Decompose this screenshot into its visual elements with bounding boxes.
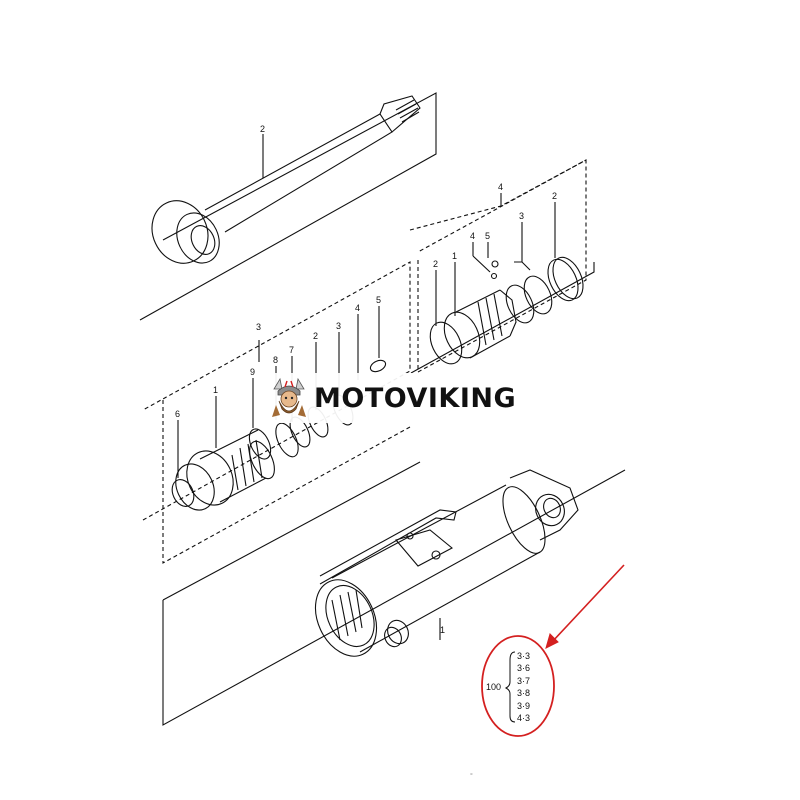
callout-gland: 3 xyxy=(256,322,261,332)
callout-gland-part: 8 xyxy=(273,355,278,365)
gland-assembly xyxy=(142,261,411,564)
callout-gland-part: 1 xyxy=(213,385,218,395)
callout-piston: 4 xyxy=(498,182,503,192)
callout-gland-part: 3 xyxy=(336,321,341,331)
svg-text:°: ° xyxy=(470,772,473,780)
callout-tube: 1 xyxy=(440,625,445,635)
cylinder-tube xyxy=(162,461,626,726)
highlight-arrow xyxy=(551,564,625,643)
callout-piston-part: 2 xyxy=(433,259,438,269)
piston-rod xyxy=(139,92,437,321)
callout-piston-part: 4 xyxy=(470,231,475,241)
callout-gland-part: 9 xyxy=(250,367,255,377)
kit-item: 3·3 xyxy=(517,651,530,661)
piston-assembly xyxy=(409,159,595,374)
kit-item: 3·8 xyxy=(517,688,530,698)
callout-labels: 2 3 4 6 1 9 8 7 2 3 4 5 2 1 4 5 3 2 1 xyxy=(175,124,557,635)
callout-gland-part: 4 xyxy=(355,303,360,313)
viking-logo-icon xyxy=(272,377,306,417)
callout-piston-part: 2 xyxy=(552,191,557,201)
callout-gland-part: 7 xyxy=(289,345,294,355)
watermark: MOTOVIKING xyxy=(262,373,534,423)
callout-gland-part: 5 xyxy=(376,295,381,305)
callout-gland-part: 2 xyxy=(313,331,318,341)
arrow-head-icon xyxy=(545,633,559,649)
callout-rod: 2 xyxy=(260,124,265,134)
kit-item: 3·9 xyxy=(517,701,530,711)
watermark-brand-text: MOTOVIKING xyxy=(314,382,517,414)
callout-piston-part: 5 xyxy=(485,231,490,241)
seal-kit-callout: 100 3·3 3·6 3·7 3·8 3·9 4·3 xyxy=(481,564,625,737)
callout-piston-part: 1 xyxy=(452,251,457,261)
callout-gland-part: 6 xyxy=(175,409,180,419)
kit-number: 100 xyxy=(486,682,501,692)
kit-item: 4·3 xyxy=(517,713,530,723)
callout-piston-part: 3 xyxy=(519,211,524,221)
kit-item: 3·6 xyxy=(517,663,530,673)
highlight-circle xyxy=(481,635,555,737)
kit-item: 3·7 xyxy=(517,676,530,686)
